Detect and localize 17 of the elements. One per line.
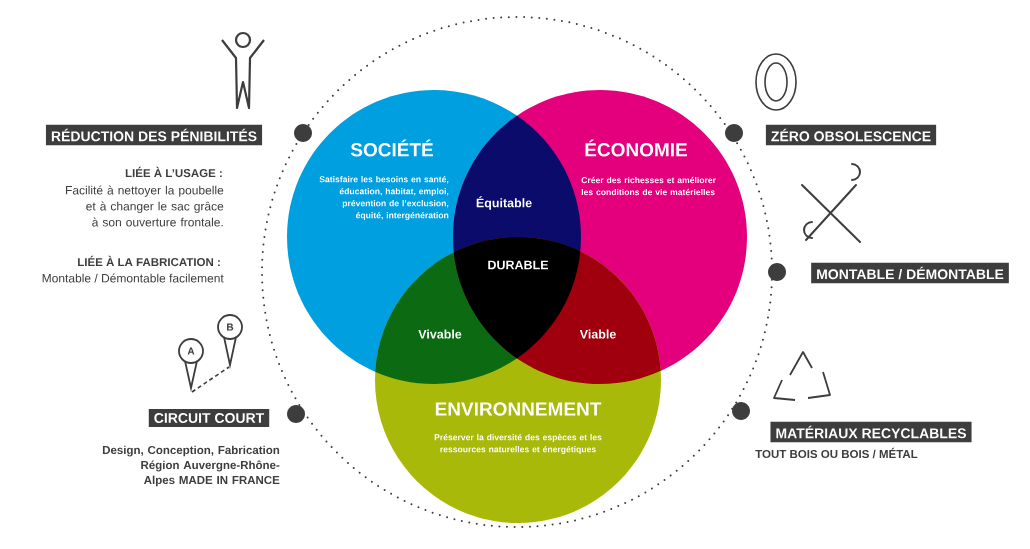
tag-box: MATÉRIAUX RECYCLABLES bbox=[770, 421, 972, 443]
overlap-label: Équitable bbox=[476, 196, 532, 210]
label: B bbox=[227, 323, 234, 331]
description-text: LIÉE À LA FABRICATION : bbox=[78, 255, 220, 267]
description-text: TOUT BOIS OU BOIS / MÉTAL bbox=[755, 447, 918, 459]
tag-box: CIRCUIT COURT bbox=[148, 409, 270, 427]
tag-box: ZÉRO OBSOLESCENCE bbox=[765, 124, 937, 146]
location-pins-icon-letters: A B bbox=[187, 323, 234, 355]
overlap-label: DURABLE bbox=[488, 260, 549, 270]
description-text: Montable / Démontable facilement bbox=[42, 273, 224, 283]
label: A bbox=[187, 347, 195, 355]
tag-box: MONTABLE / DÉMONTABLE bbox=[811, 262, 1009, 284]
tag-box: RÉDUCTION DES PÉNIBILITÉS bbox=[45, 124, 263, 146]
description-text: LIÉE À L’USAGE : bbox=[125, 166, 222, 178]
overlap-label: Viable bbox=[579, 329, 616, 339]
description-text: Design, Conception, Fabrication Région Auvergne-Rhône-Alpes MADE IN FRANCE bbox=[102, 445, 280, 487]
description-text: Facilité à nettoyer la poubelle et à changer le sac grâce à son ouverture frontale. bbox=[66, 185, 224, 227]
